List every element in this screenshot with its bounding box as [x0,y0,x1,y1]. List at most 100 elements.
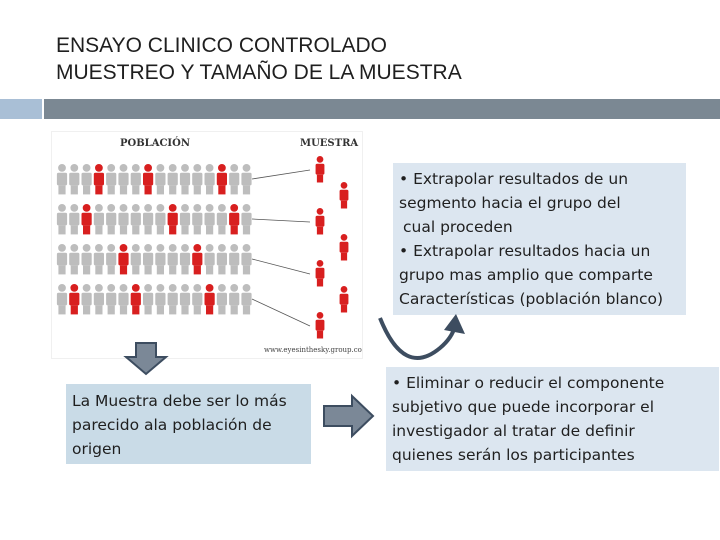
right-arrow-icon [323,393,375,439]
population-person-icon [81,244,92,275]
population-person-icon [81,284,92,315]
population-sample-illustration: POBLACIÓN MUESTRA www.eyesinthesky.group… [52,132,369,358]
population-person-icon [143,204,154,235]
population-person-icon [93,164,104,195]
population-person-icon [204,204,215,235]
population-person-icon [69,284,80,315]
population-person-icon [118,164,129,195]
population-person-icon [69,164,80,195]
population-person-icon [155,284,166,315]
sample-person-icon [315,312,325,339]
population-person-icon [229,204,240,235]
population-person-icon [56,244,68,275]
population-person-icon [118,204,129,235]
population-grid [56,164,252,315]
population-person-icon [118,284,129,315]
curved-arrow-head-icon [444,314,465,334]
population-person-icon [106,244,117,275]
population-person-icon [106,284,117,315]
population-person-icon [167,244,178,275]
population-person-icon [229,284,240,315]
muestra-note-line-1: La Muestra debe ser lo más [72,392,287,410]
population-person-icon [118,244,129,275]
population-person-icon [192,244,203,275]
slide-title-line-2: MUESTREO Y TAMAÑO DE LA MUESTRA [56,61,462,84]
population-person-icon [167,204,178,235]
population-person-icon [130,204,141,235]
eliminar-line-1: • Eliminar o reducir el componente [392,374,665,392]
muestra-note-box: La Muestra debe ser lo más parecido ala … [66,384,311,464]
population-person-icon [143,244,154,275]
population-person-icon [56,284,68,315]
eliminar-box: • Eliminar o reducir el componente subje… [386,367,719,471]
population-person-icon [192,204,203,235]
population-person-icon [130,244,141,275]
population-person-icon [204,164,215,195]
population-person-icon [229,164,240,195]
sample-person-icon [315,156,325,183]
population-person-icon [241,204,252,235]
population-person-icon [167,284,178,315]
extrapolar-line-4: • Extrapolar resultados hacia un [399,242,651,260]
slide-title-line-1: ENSAYO CLINICO CONTROLADO [56,34,387,57]
slide-title: ENSAYO CLINICO CONTROLADO MUESTREO Y TAM… [56,32,696,86]
population-person-icon [179,244,191,275]
population-person-icon [179,284,191,315]
population-person-icon [130,284,141,315]
muestra-note-line-2: parecido ala población de [72,416,272,434]
population-person-icon [130,164,141,195]
population-person-icon [106,164,117,195]
population-person-icon [143,284,154,315]
header-band-accent [0,99,42,119]
population-person-icon [167,164,178,195]
sample-person-icon [315,260,325,287]
population-sample-svg: POBLACIÓN MUESTRA www.eyesinthesky.group… [56,137,369,354]
population-person-icon [93,204,104,235]
population-person-icon [56,204,68,235]
sample-column [251,156,349,339]
connector-line [251,298,311,327]
sample-person-icon [315,208,325,235]
eliminar-line-4: quienes serán los participantes [392,446,635,464]
population-person-icon [81,204,92,235]
muestra-note-line-3: origen [72,440,122,458]
population-person-icon [192,164,203,195]
population-person-icon [56,164,68,195]
illustration-watermark: www.eyesinthesky.group.com [264,346,362,354]
eliminar-line-3: investigador al tratar de definir [392,422,635,440]
connector-line [251,218,311,223]
muestra-label: MUESTRA [300,138,358,149]
population-person-icon [155,204,166,235]
eliminar-line-2: subjetivo que puede incorporar el [392,398,655,416]
poblacion-label: POBLACIÓN [120,137,190,149]
connector-line [251,169,311,180]
population-person-icon [216,204,227,235]
population-person-icon [69,204,80,235]
extrapolar-line-1: • Extrapolar resultados de un [399,170,629,188]
population-person-icon [179,204,191,235]
header-band [44,99,720,119]
sample-person-icon [339,234,349,261]
population-person-icon [179,164,191,195]
population-person-icon [241,244,252,275]
population-person-icon [106,204,117,235]
curved-arrow-icon [378,317,457,360]
population-person-icon [204,284,215,315]
population-person-icon [241,284,252,315]
population-person-icon [216,164,227,195]
population-person-icon [81,164,92,195]
population-person-icon [93,284,104,315]
population-person-icon [143,164,154,195]
extrapolar-line-3: cual proceden [403,218,513,236]
extrapolar-line-5: grupo mas amplio que comparte [399,266,653,284]
population-person-icon [155,164,166,195]
population-person-icon [229,244,240,275]
population-person-icon [93,244,104,275]
extrapolar-line-6: Características (población blanco) [399,290,664,308]
population-person-icon [69,244,80,275]
sample-person-icon [339,182,349,209]
population-person-icon [192,284,203,315]
sample-person-icon [339,286,349,313]
connector-line [251,258,311,275]
population-person-icon [216,284,227,315]
